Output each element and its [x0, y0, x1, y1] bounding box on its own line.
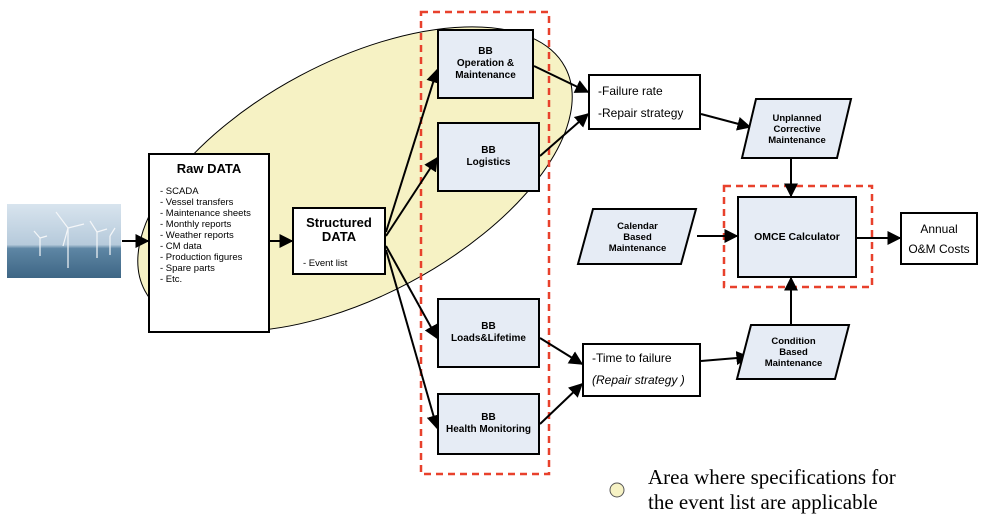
list-item: - Maintenance sheets [160, 208, 251, 219]
list-item: - Spare parts [160, 263, 215, 274]
failure-rate-label: -Failure rate [598, 84, 663, 98]
condition-maintenance-shape [735, 324, 851, 380]
condition-maintenance-label: Condition Based Maintenance [747, 327, 840, 378]
condition-line3: Maintenance [764, 358, 823, 369]
legend-marker-icon [609, 482, 625, 498]
annual-line2: O&M Costs [908, 241, 970, 256]
structured-data-title-line1: Structured [306, 215, 372, 230]
omce-calculator-label: OMCE Calculator [754, 231, 840, 243]
list-item: - Production figures [160, 252, 243, 263]
raw-data-list: - SCADA - Vessel transfers - Maintenance… [160, 186, 251, 285]
calendar-line1: Calendar [617, 220, 658, 232]
repair-strategy-label: -Repair strategy [598, 106, 684, 120]
structured-data-box: Structured DATA - Event list [292, 207, 386, 275]
bb-health-monitoring: BB Health Monitoring [437, 393, 540, 455]
building-blocks-region [419, 10, 551, 476]
raw-data-box: Raw DATA - SCADA - Vessel transfers - Ma… [148, 153, 270, 333]
bb-operation-maintenance: BB Operation & Maintenance [437, 29, 534, 99]
arrow-failure-to-unplanned [700, 113, 752, 131]
condition-line1: Condition [771, 336, 816, 347]
calendar-line2: Based [623, 231, 652, 243]
unplanned-line1: Unplanned [772, 112, 822, 124]
list-item: - CM data [160, 241, 202, 252]
legend-line1: Area where specifications for [648, 465, 896, 489]
structured-data-title: Structured DATA [294, 216, 384, 244]
time-to-failure-box: -Time to failure (Repair strategy ) [582, 343, 701, 397]
unplanned-maintenance-shape [740, 98, 853, 159]
bb-loads-line1: BB [481, 321, 496, 332]
arrow-structured-to-health [385, 249, 441, 430]
wind-farm-photo [7, 204, 121, 278]
bb-loads-lifetime: BB Loads&Lifetime [437, 298, 540, 368]
annual-costs-box: Annual O&M Costs [900, 212, 978, 265]
unplanned-line3: Maintenance [768, 134, 826, 146]
list-item: - Etc. [160, 274, 183, 285]
list-item: - Vessel transfers [160, 197, 234, 208]
bb-om-line3: Maintenance [455, 70, 516, 81]
calendar-line3: Maintenance [608, 242, 667, 254]
list-item: - SCADA [160, 186, 199, 197]
bb-om-line1: BB [478, 46, 493, 57]
arrow-health-to-ttf [539, 383, 584, 425]
arrow-structured-to-om [385, 68, 440, 233]
raw-data-title: Raw DATA [176, 161, 242, 176]
bb-logistics: BB Logistics [437, 122, 540, 192]
arrow-logistics-to-failure [539, 113, 590, 157]
calendar-maintenance-label: Calendar Based Maintenance [590, 211, 685, 263]
arrow-structured-to-loads [385, 245, 438, 340]
time-to-failure-label: -Time to failure [592, 351, 672, 365]
legend-text: Area where specifications for the event … [648, 465, 896, 515]
unplanned-maintenance-label: Unplanned Corrective Maintenance [752, 103, 842, 155]
arrow-om-to-failure [533, 65, 590, 93]
arrow-structured-to-logistics [385, 156, 438, 237]
legend-line2: the event list are applicable [648, 490, 878, 514]
omce-calculator-box: OMCE Calculator [737, 196, 857, 278]
list-item: - Monthly reports [160, 219, 232, 230]
arrow-ttf-to-condition [700, 351, 751, 366]
repair-strategy-optional-label: (Repair strategy ) [592, 373, 685, 387]
calendar-maintenance-shape [576, 208, 698, 265]
unplanned-line2: Corrective [773, 123, 821, 135]
failure-rate-box: -Failure rate -Repair strategy [588, 74, 701, 130]
bb-logistics-line2: Logistics [466, 157, 511, 168]
structured-data-title-line2: DATA [321, 229, 357, 244]
list-item: - Weather reports [160, 230, 234, 241]
bb-loads-line2: Loads&Lifetime [450, 333, 526, 344]
bb-om-line2: Operation & [456, 58, 515, 69]
condition-line2: Based [779, 347, 808, 358]
event-list-label: - Event list [303, 258, 348, 269]
bb-health-line2: Health Monitoring [446, 424, 531, 435]
bb-logistics-line1: BB [481, 145, 496, 156]
arrow-loads-to-ttf [539, 337, 584, 365]
bb-health-line1: BB [481, 412, 496, 423]
annual-line1: Annual [920, 221, 958, 236]
